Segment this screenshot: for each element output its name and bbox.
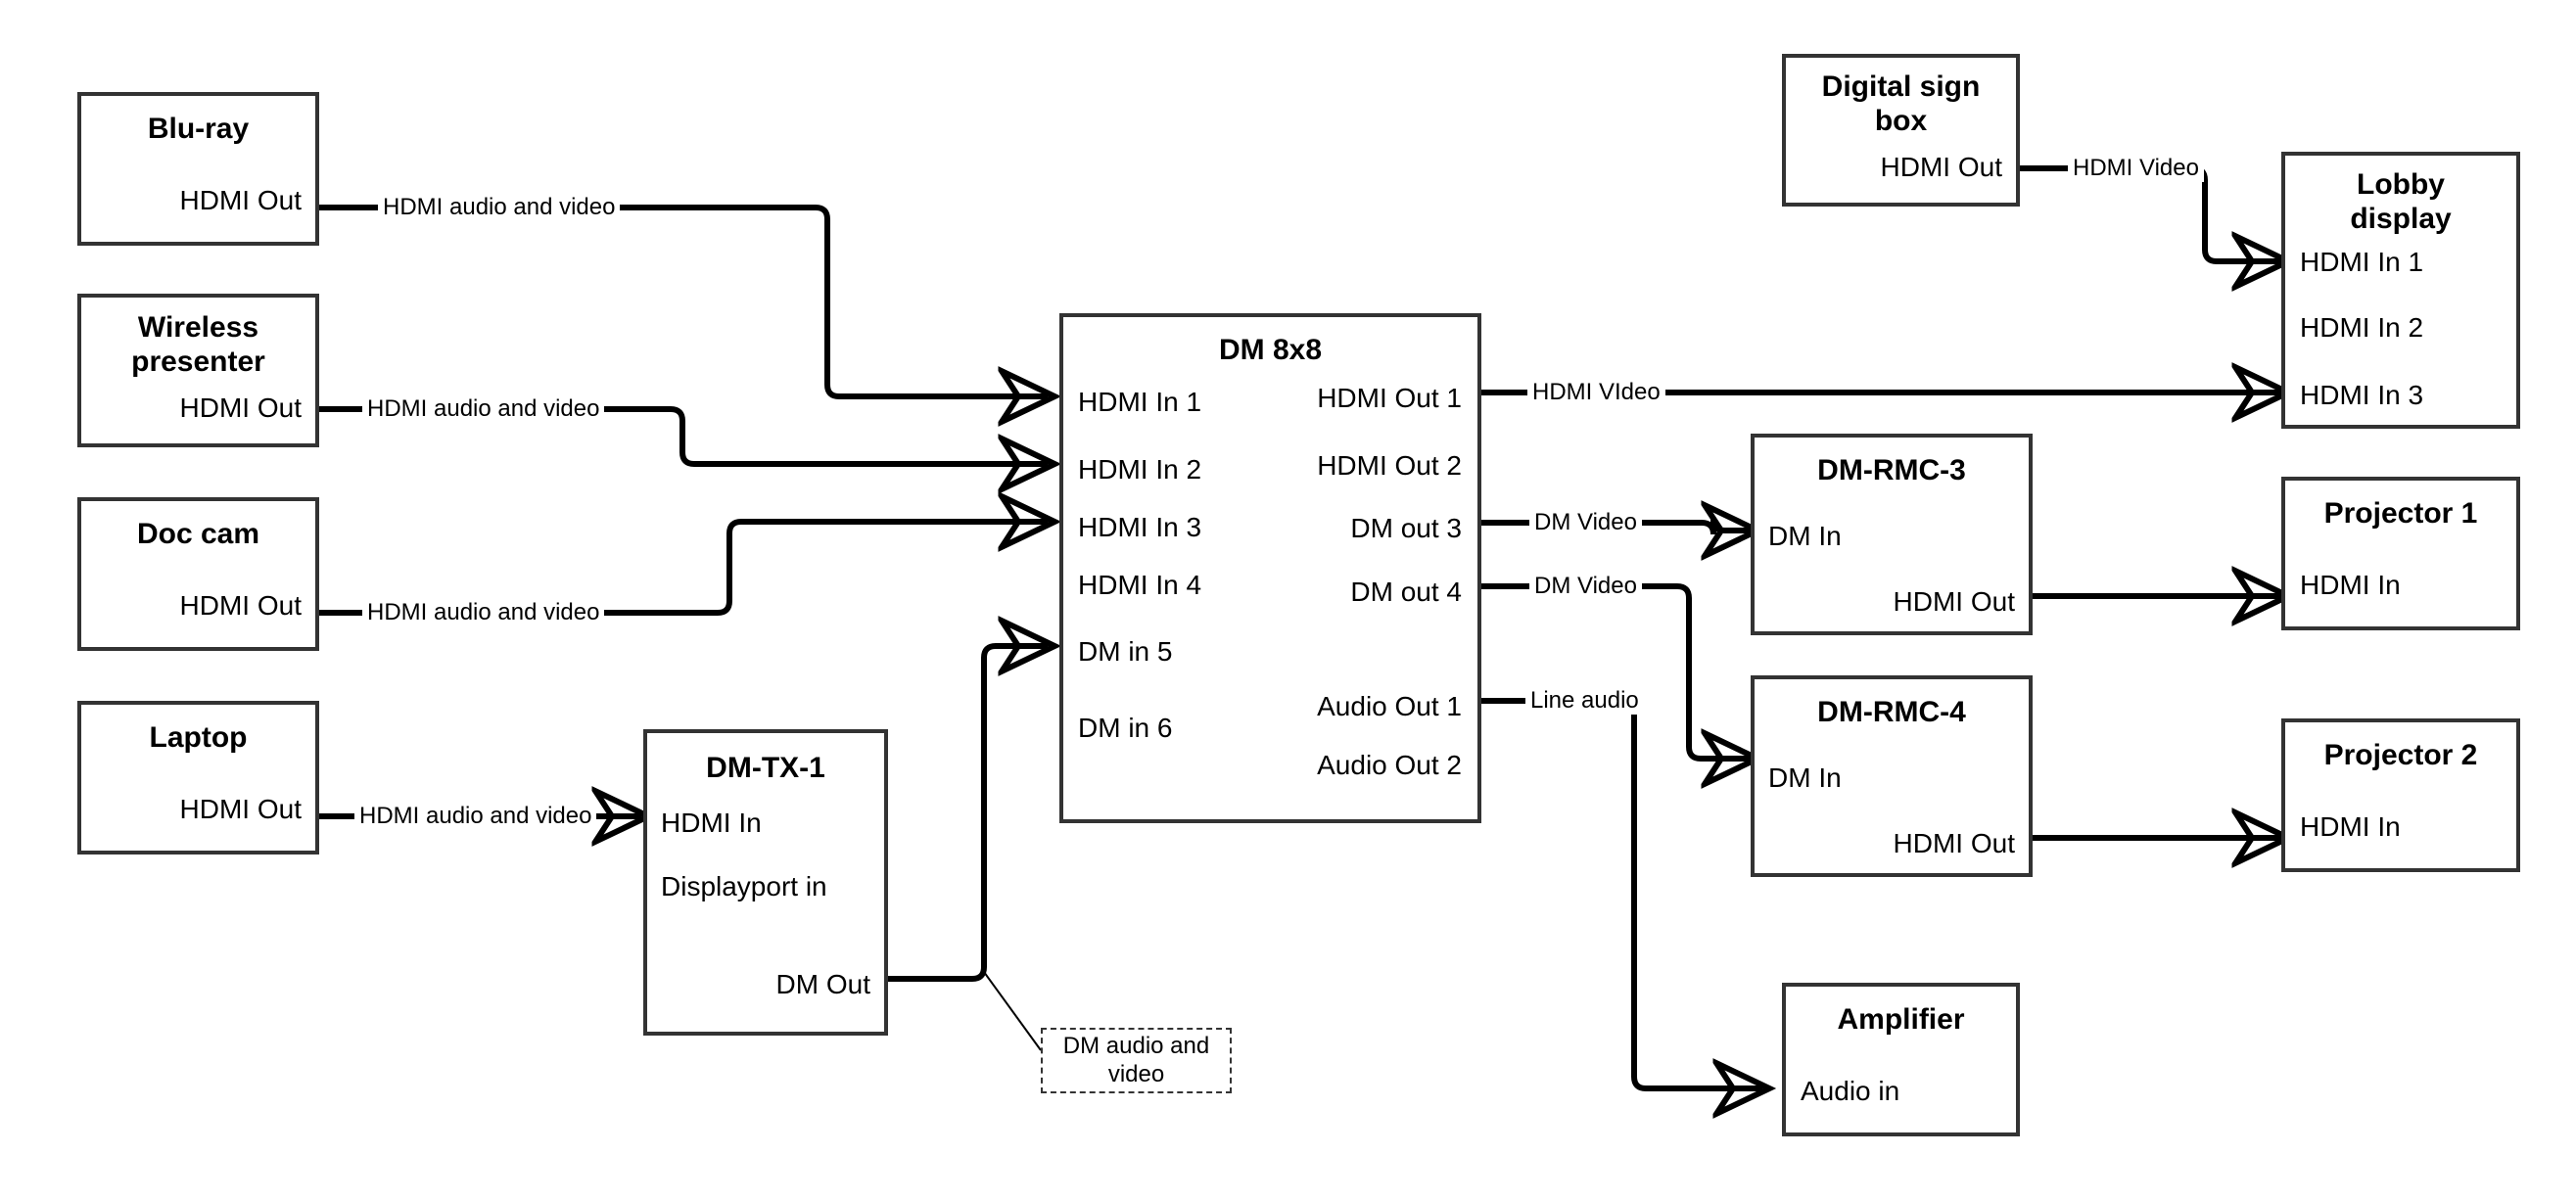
node-dm-8x8-port-audio-out-1[interactable]: Audio Out 1 — [1317, 691, 1462, 721]
node-dm-8x8-port-hdmi-out-1[interactable]: HDMI Out 1 — [1317, 383, 1462, 413]
edge-bluray-to-dm8x8 — [319, 205, 1048, 396]
node-dm-tx-1[interactable]: DM-TX-1 HDMI In Displayport in DM Out — [643, 729, 888, 1036]
node-lobby-display-port-hdmi-in-2[interactable]: HDMI In 2 — [2300, 312, 2424, 343]
edge-label-line-audio: Line audio — [1525, 687, 1644, 715]
callout-leader-line — [983, 971, 1042, 1051]
node-bluray[interactable]: Blu-ray HDMI Out — [77, 92, 319, 246]
node-dm-rmc-4-port-dm-in[interactable]: DM In — [1768, 762, 1842, 793]
node-lobby-display-port-hdmi-in-3[interactable]: HDMI In 3 — [2300, 380, 2424, 410]
node-lobby-display-port-hdmi-in-1[interactable]: HDMI In 1 — [2300, 247, 2424, 277]
node-digital-sign-box[interactable]: Digital sign box HDMI Out — [1782, 54, 2020, 207]
edge-label-hdmi-video-lobby: HDMI VIdeo — [1527, 379, 1665, 406]
node-dm-rmc-3[interactable]: DM-RMC-3 DM In HDMI Out — [1751, 434, 2033, 635]
node-dm-8x8-port-dm-in-5[interactable]: DM in 5 — [1078, 636, 1173, 667]
node-dm-8x8-title: DM 8x8 — [1218, 334, 1323, 366]
node-wireless-presenter[interactable]: Wireless presenter HDMI Out — [77, 294, 319, 447]
node-doc-cam-title: Doc cam — [136, 518, 260, 550]
node-amplifier-title: Amplifier — [1837, 1003, 1965, 1036]
node-dm-8x8-port-hdmi-in-3[interactable]: HDMI In 3 — [1078, 512, 1202, 542]
node-dm-tx-1-port-displayport-in[interactable]: Displayport in — [661, 871, 827, 901]
node-wireless-presenter-port-hdmi-out[interactable]: HDMI Out — [179, 393, 302, 423]
node-dm-rmc-4-title: DM-RMC-4 — [1817, 696, 1966, 728]
node-doc-cam[interactable]: Doc cam HDMI Out — [77, 497, 319, 651]
node-lobby-display[interactable]: Lobby display HDMI In 1 HDMI In 2 HDMI I… — [2281, 152, 2520, 429]
node-amplifier[interactable]: Amplifier Audio in — [1782, 983, 2020, 1136]
node-amplifier-port-audio-in[interactable]: Audio in — [1801, 1076, 1900, 1106]
node-dm-8x8-port-hdmi-in-2[interactable]: HDMI In 2 — [1078, 454, 1202, 485]
edge-label-dm-video-3: DM Video — [1529, 509, 1642, 536]
edge-label-hdmi-video-sign: HDMI Video — [2068, 155, 2204, 182]
node-dm-rmc-3-port-hdmi-out[interactable]: HDMI Out — [1893, 586, 2015, 617]
node-dm-8x8-port-dm-in-6[interactable]: DM in 6 — [1078, 713, 1173, 743]
node-projector-1[interactable]: Projector 1 HDMI In — [2281, 477, 2520, 630]
node-dm-rmc-4-port-hdmi-out[interactable]: HDMI Out — [1893, 828, 2015, 858]
edge-dm8x8-to-amplifier — [1481, 698, 1762, 1088]
node-dm-8x8[interactable]: DM 8x8 HDMI In 1 HDMI In 2 HDMI In 3 HDM… — [1059, 313, 1481, 823]
node-laptop-port-hdmi-out[interactable]: HDMI Out — [179, 794, 302, 824]
node-doc-cam-port-hdmi-out[interactable]: HDMI Out — [179, 590, 302, 621]
edge-label-wireless: HDMI audio and video — [362, 395, 605, 423]
node-dm-8x8-port-dm-out-3[interactable]: DM out 3 — [1350, 513, 1462, 543]
node-dm-8x8-port-audio-out-2[interactable]: Audio Out 2 — [1317, 750, 1462, 780]
node-dm-rmc-3-title: DM-RMC-3 — [1817, 454, 1966, 486]
node-laptop-title: Laptop — [149, 721, 248, 754]
edge-label-bluray: HDMI audio and video — [378, 194, 621, 221]
node-wireless-presenter-title: Wireless presenter — [131, 311, 265, 379]
node-lobby-display-title: Lobby display — [2350, 168, 2452, 236]
node-dm-rmc-4[interactable]: DM-RMC-4 DM In HDMI Out — [1751, 675, 2033, 877]
edge-label-laptop: HDMI audio and video — [354, 803, 597, 830]
node-dm-tx-1-port-hdmi-in[interactable]: HDMI In — [661, 808, 762, 838]
edge-dm8x8-to-dmrmc4 — [1481, 583, 1751, 759]
node-dm-8x8-port-hdmi-out-2[interactable]: HDMI Out 2 — [1317, 450, 1462, 481]
node-projector-1-port-hdmi-in[interactable]: HDMI In — [2300, 570, 2401, 600]
node-dm-tx-1-title: DM-TX-1 — [706, 752, 825, 784]
node-dm-8x8-port-hdmi-in-4[interactable]: HDMI In 4 — [1078, 570, 1202, 600]
node-laptop[interactable]: Laptop HDMI Out — [77, 701, 319, 855]
node-dm-8x8-port-hdmi-in-1[interactable]: HDMI In 1 — [1078, 387, 1202, 417]
edge-digitalsign-to-lobby-hdmi1 — [2020, 165, 2281, 261]
node-projector-1-title: Projector 1 — [2323, 497, 2478, 530]
node-projector-2[interactable]: Projector 2 HDMI In — [2281, 718, 2520, 872]
edge-label-doccam: HDMI audio and video — [362, 599, 605, 626]
node-projector-2-title: Projector 2 — [2323, 739, 2478, 771]
node-dm-8x8-port-dm-out-4[interactable]: DM out 4 — [1350, 577, 1462, 607]
node-dm-rmc-3-port-dm-in[interactable]: DM In — [1768, 521, 1842, 551]
node-dm-tx-1-port-dm-out[interactable]: DM Out — [775, 969, 870, 999]
node-digital-sign-box-port-hdmi-out[interactable]: HDMI Out — [1880, 152, 2002, 182]
node-bluray-title: Blu-ray — [147, 113, 250, 145]
node-digital-sign-box-title: Digital sign box — [1821, 70, 1981, 138]
node-projector-2-port-hdmi-in[interactable]: HDMI In — [2300, 811, 2401, 842]
callout-text: DM audio and video — [1062, 1032, 1210, 1087]
callout-dm-audio-and-video: DM audio and video — [1041, 1028, 1232, 1093]
edge-dmtx1-to-dm8x8 — [888, 646, 1048, 982]
node-bluray-port-hdmi-out[interactable]: HDMI Out — [179, 185, 302, 215]
edge-label-dm-video-4: DM Video — [1529, 573, 1642, 600]
